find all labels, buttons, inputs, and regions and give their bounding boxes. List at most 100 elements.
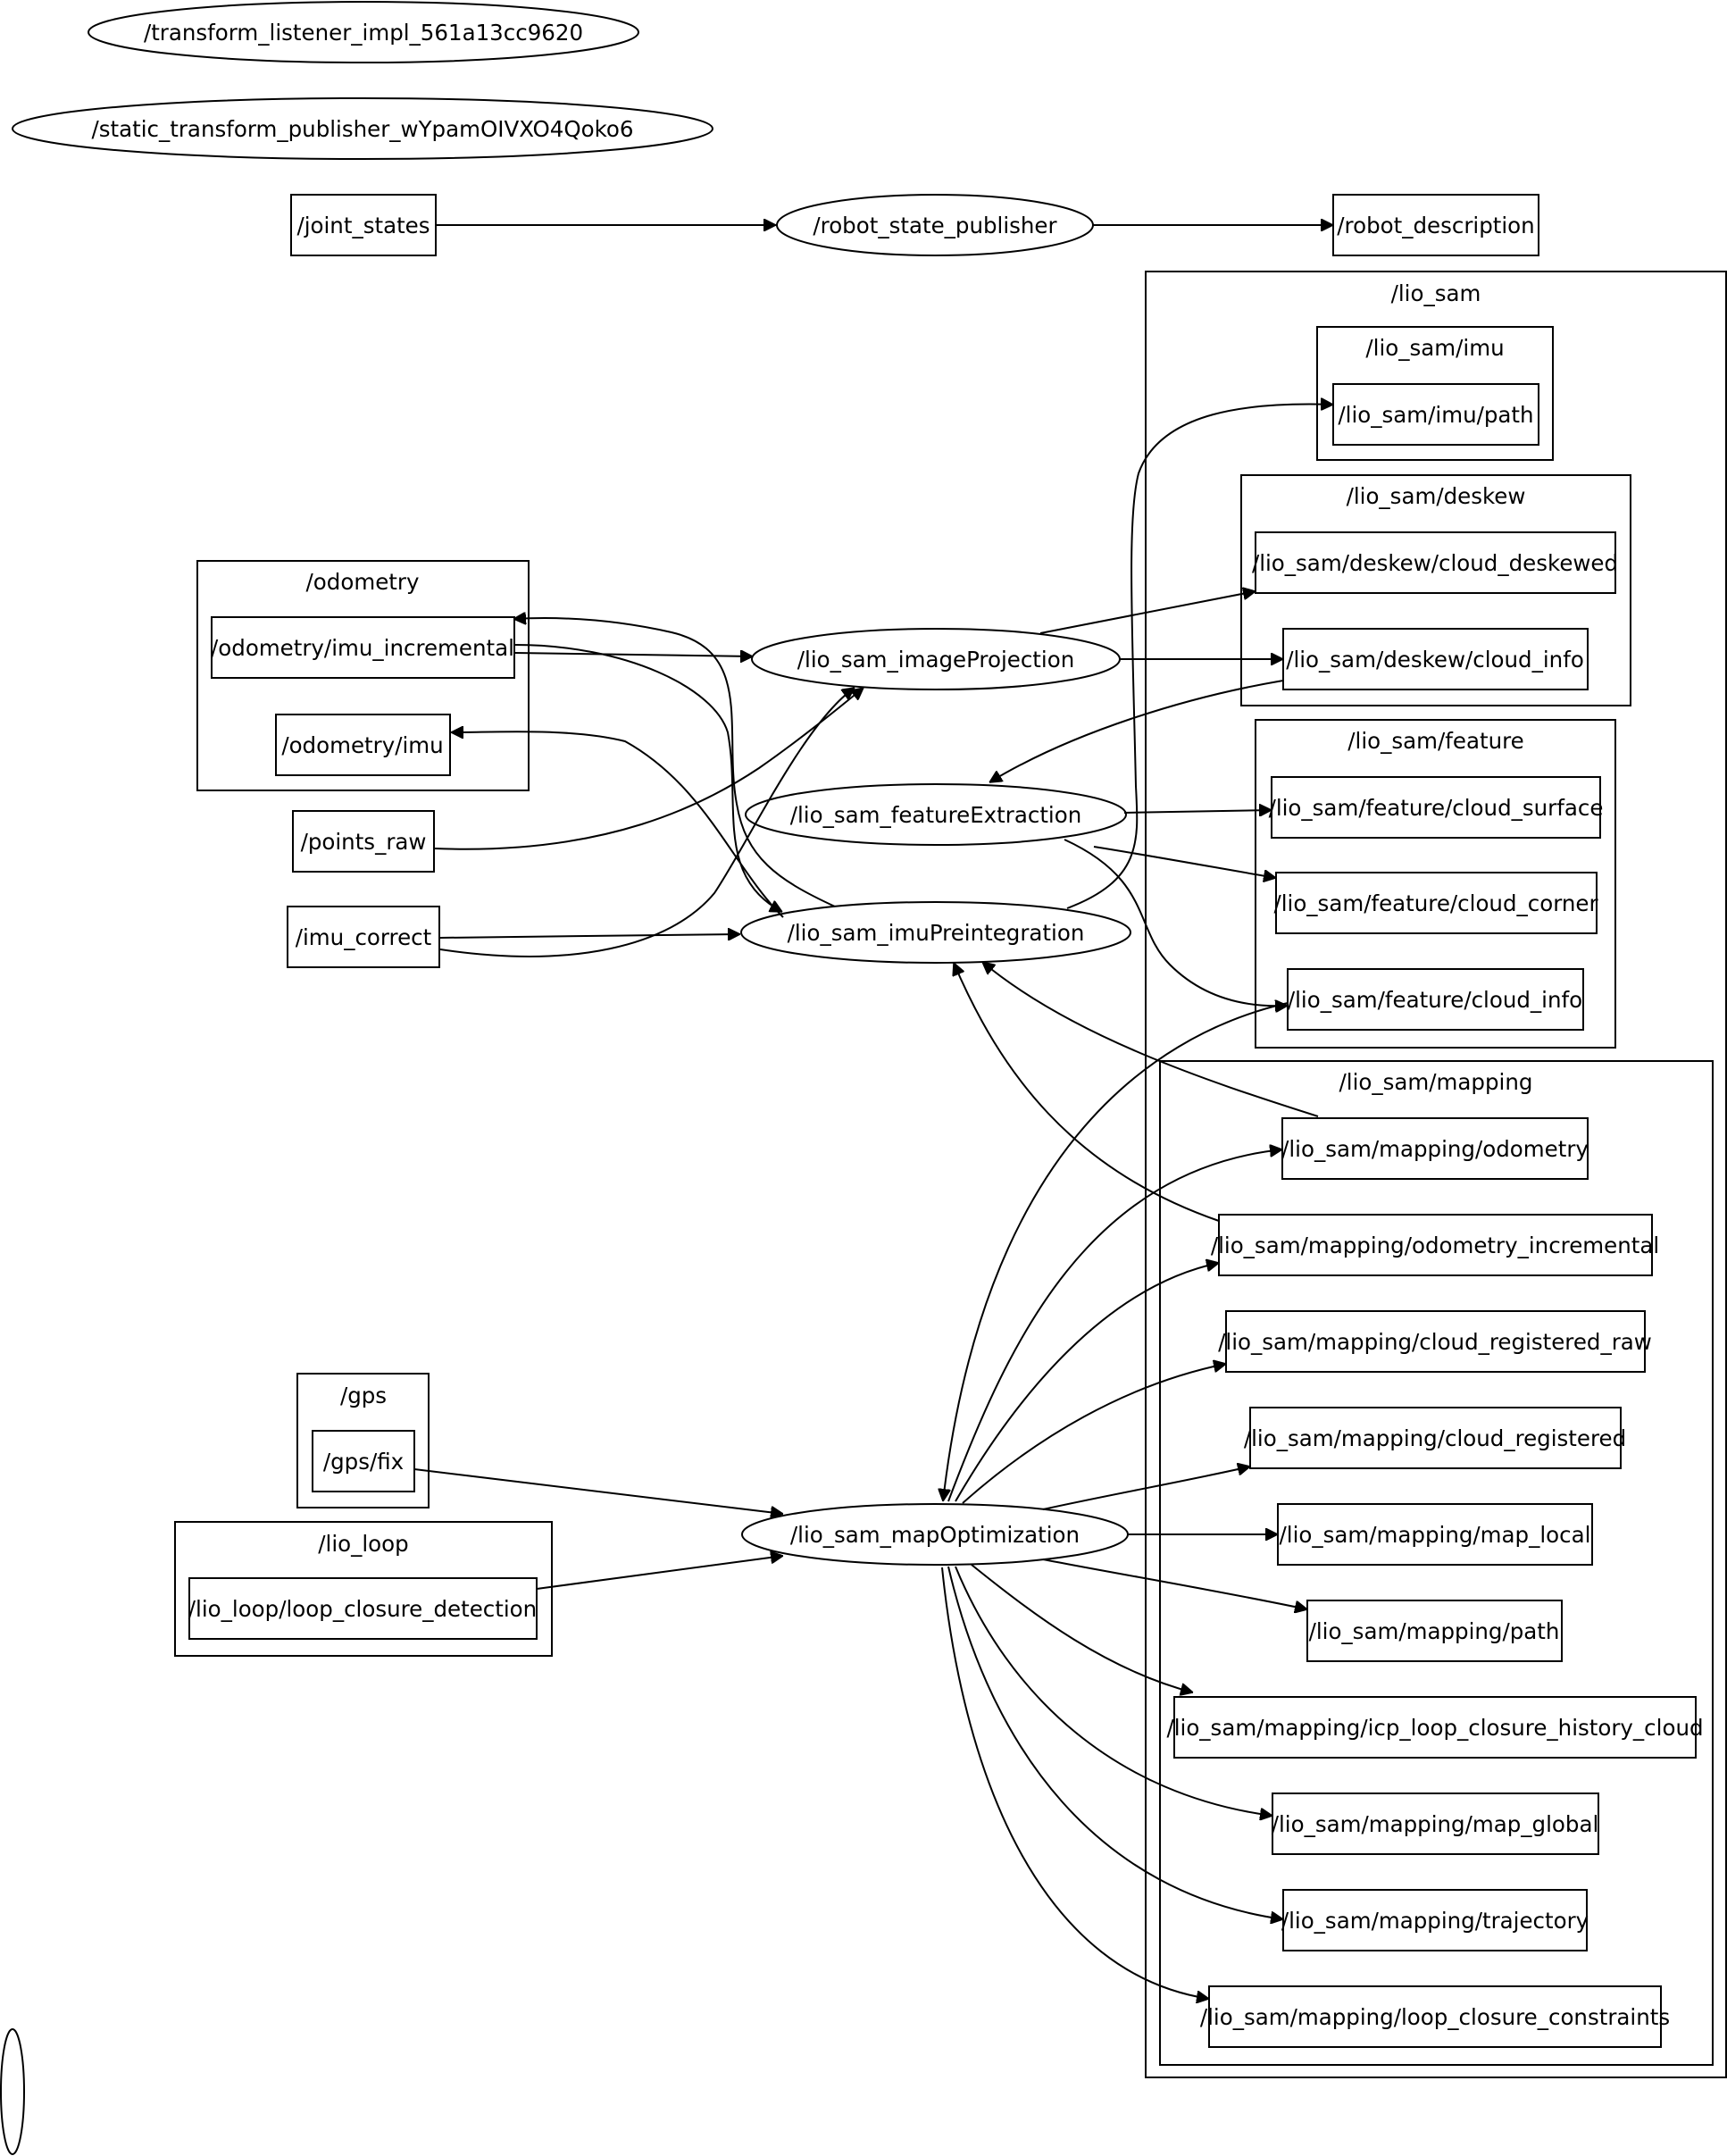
cluster-label: /odometry [306, 569, 420, 595]
topic-deskew-cloud-deskewed[interactable]: /lio_sam/deskew/cloud_deskewed [1252, 531, 1618, 594]
topic-mapping-cloud-registered[interactable]: /lio_sam/mapping/cloud_registered [1244, 1407, 1626, 1469]
cluster-label: /lio_sam/deskew [1347, 483, 1526, 509]
edge-mapping-odom-to-imupreint [982, 962, 1319, 1117]
edge-mapopt-to-mapping-odom-inc [955, 1263, 1219, 1502]
edge-mapopt-to-cloud-registered [1042, 1467, 1250, 1510]
topic-imu-correct[interactable]: /imu_correct [287, 906, 440, 968]
edge-imupreint-to-odom-inc [513, 618, 836, 907]
topic-label: /lio_sam/deskew/cloud_deskewed [1252, 550, 1618, 576]
topic-label: /lio_sam/deskew/cloud_info [1286, 647, 1584, 673]
cluster-lio-sam-feature: /lio_sam/feature [1255, 719, 1616, 1049]
node-label: /static_transform_publisher_wYpamOIVXO4Q… [91, 116, 633, 142]
node-imu-preintegration[interactable]: /lio_sam_imuPreintegration [740, 901, 1131, 964]
topic-mapping-path[interactable]: /lio_sam/mapping/path [1306, 1600, 1563, 1662]
edge-featureextraction-to-feature-cloud-info [1064, 839, 1288, 1006]
topic-gps-fix[interactable]: /gps/fix [312, 1430, 415, 1492]
node-empty[interactable] [0, 2028, 25, 2155]
topic-label: /lio_sam/feature/cloud_surface [1269, 795, 1604, 821]
topic-mapping-icp-history[interactable]: /lio_sam/mapping/icp_loop_closure_histor… [1166, 1696, 1704, 1759]
topic-label: /lio_sam/mapping/cloud_registered_raw [1218, 1329, 1652, 1355]
edge-imu-correct-to-imageproj [439, 688, 855, 957]
cluster-lio-sam-mapping: /lio_sam/mapping [1159, 1060, 1714, 2066]
edge-gps-fix-to-mapopt [413, 1468, 783, 1514]
topic-label: /imu_correct [296, 924, 432, 950]
topic-label: /lio_sam/feature/cloud_corner [1273, 890, 1598, 916]
node-label: /lio_sam_mapOptimization [790, 1522, 1080, 1548]
topic-label: /robot_description [1337, 213, 1534, 238]
cluster-label: /lio_loop [318, 1531, 408, 1557]
edge-mapopt-to-cloud-registered-raw [962, 1364, 1226, 1504]
cluster-lio-sam: /lio_sam [1145, 271, 1727, 2078]
topic-feature-cloud-surface[interactable]: /lio_sam/feature/cloud_surface [1269, 776, 1604, 839]
edge-imageproj-to-cloud-deskewed [1039, 591, 1256, 634]
topic-mapping-map-local[interactable]: /lio_sam/mapping/map_local [1277, 1503, 1593, 1566]
edge-feature-cloud-info-to-mapopt [943, 1002, 1289, 1501]
edge-mapopt-to-mapping-odometry [947, 1149, 1282, 1502]
topic-mapping-map-global[interactable]: /lio_sam/mapping/map_global [1272, 1792, 1599, 1855]
node-feature-extraction[interactable]: /lio_sam_featureExtraction [745, 783, 1127, 846]
topic-label: /odometry/imu_incremental [211, 635, 514, 661]
topic-loop-closure-detection[interactable]: /lio_loop/loop_closure_detection [188, 1577, 538, 1640]
cluster-gps: /gps [296, 1373, 430, 1508]
cluster-label: /lio_sam/mapping [1339, 1069, 1533, 1095]
edge-imupreint-to-imu-path [1066, 405, 1333, 909]
topic-odometry-imu[interactable]: /odometry/imu [275, 714, 451, 776]
edge-loop-detection-to-mapopt [536, 1556, 783, 1590]
node-label: /transform_listener_impl_561a13cc9620 [144, 20, 583, 46]
topic-odometry-imu-incremental[interactable]: /odometry/imu_incremental [211, 616, 515, 679]
topic-points-raw[interactable]: /points_raw [292, 810, 435, 873]
topic-label: /lio_sam/mapping/odometry [1281, 1136, 1589, 1162]
topic-mapping-odometry-incremental[interactable]: /lio_sam/mapping/odometry_incremental [1211, 1214, 1659, 1276]
edge-mapopt-to-map-global [955, 1566, 1272, 1816]
edge-imupreint-to-odom-imu [451, 731, 784, 918]
topic-feature-cloud-corner[interactable]: /lio_sam/feature/cloud_corner [1273, 872, 1598, 934]
topic-deskew-cloud-info[interactable]: /lio_sam/deskew/cloud_info [1282, 628, 1589, 690]
topic-joint-states[interactable]: /joint_states [290, 194, 437, 256]
cluster-odometry: /odometry [196, 560, 530, 791]
cluster-label: /lio_sam/feature [1347, 728, 1523, 754]
cluster-label: /gps [340, 1383, 387, 1408]
cluster-lio-loop: /lio_loop [174, 1521, 553, 1657]
edge-points-raw-to-imageproj [433, 688, 864, 850]
topic-mapping-loop-closure-constraints[interactable]: /lio_sam/mapping/loop_closure_constraint… [1200, 1985, 1670, 2048]
topic-label: /lio_sam/mapping/map_local [1280, 1522, 1591, 1548]
edges [413, 225, 1333, 1999]
edge-odom-inc-imu-inc-to-imupreint [514, 644, 782, 913]
cluster-label: /lio_sam/imu [1365, 335, 1504, 361]
node-map-optimization[interactable]: /lio_sam_mapOptimization [741, 1503, 1129, 1566]
topic-label: /lio_sam/mapping/map_global [1272, 1811, 1599, 1837]
topic-mapping-odometry[interactable]: /lio_sam/mapping/odometry [1281, 1117, 1589, 1180]
topic-label: /lio_sam/mapping/icp_loop_closure_histor… [1166, 1715, 1703, 1741]
node-static-transform-publisher[interactable]: /static_transform_publisher_wYpamOIVXO4Q… [12, 97, 713, 160]
edge-mapopt-to-icp-history [971, 1564, 1193, 1692]
edge-odom-inc-to-imageproj [514, 653, 753, 656]
topic-label: /lio_sam/mapping/path [1309, 1618, 1560, 1644]
topic-label: /odometry/imu [281, 732, 443, 758]
edge-mapping-odom-inc-to-imupreint [954, 963, 1220, 1222]
topic-feature-cloud-info[interactable]: /lio_sam/feature/cloud_info [1287, 968, 1584, 1031]
topic-label: /points_raw [301, 829, 427, 855]
topic-label: /joint_states [296, 213, 430, 238]
topic-label: /lio_loop/loop_closure_detection [188, 1596, 537, 1622]
node-label: /lio_sam_featureExtraction [790, 802, 1082, 828]
edge-mapopt-to-loop-constraints [941, 1567, 1209, 1999]
topic-mapping-cloud-registered-raw[interactable]: /lio_sam/mapping/cloud_registered_raw [1218, 1310, 1652, 1373]
cluster-label: /lio_sam [1391, 280, 1481, 306]
topic-label: /lio_sam/mapping/cloud_registered [1244, 1425, 1626, 1451]
edge-mapopt-to-trajectory [947, 1566, 1283, 1919]
node-image-projection[interactable]: /lio_sam_imageProjection [751, 628, 1121, 690]
node-robot-state-publisher[interactable]: /robot_state_publisher [776, 194, 1094, 256]
topic-robot-description[interactable]: /robot_description [1332, 194, 1539, 256]
topic-mapping-trajectory[interactable]: /lio_sam/mapping/trajectory [1281, 1889, 1589, 1951]
topic-label: /lio_sam/mapping/odometry_incremental [1211, 1233, 1659, 1258]
topic-label: /lio_sam/feature/cloud_info [1288, 987, 1582, 1013]
node-label: /lio_sam_imageProjection [797, 647, 1074, 673]
node-label: /robot_state_publisher [813, 213, 1057, 238]
cluster-lio-sam-deskew: /lio_sam/deskew [1240, 474, 1631, 706]
topic-label: /lio_sam/mapping/loop_closure_constraint… [1200, 2004, 1670, 2030]
node-transform-listener[interactable]: /transform_listener_impl_561a13cc9620 [88, 1, 639, 63]
topic-imu-path[interactable]: /lio_sam/imu/path [1332, 383, 1539, 446]
edge-featureextraction-to-cloud-surface [1123, 810, 1272, 813]
edge-mapopt-to-mapping-path [1042, 1559, 1307, 1609]
